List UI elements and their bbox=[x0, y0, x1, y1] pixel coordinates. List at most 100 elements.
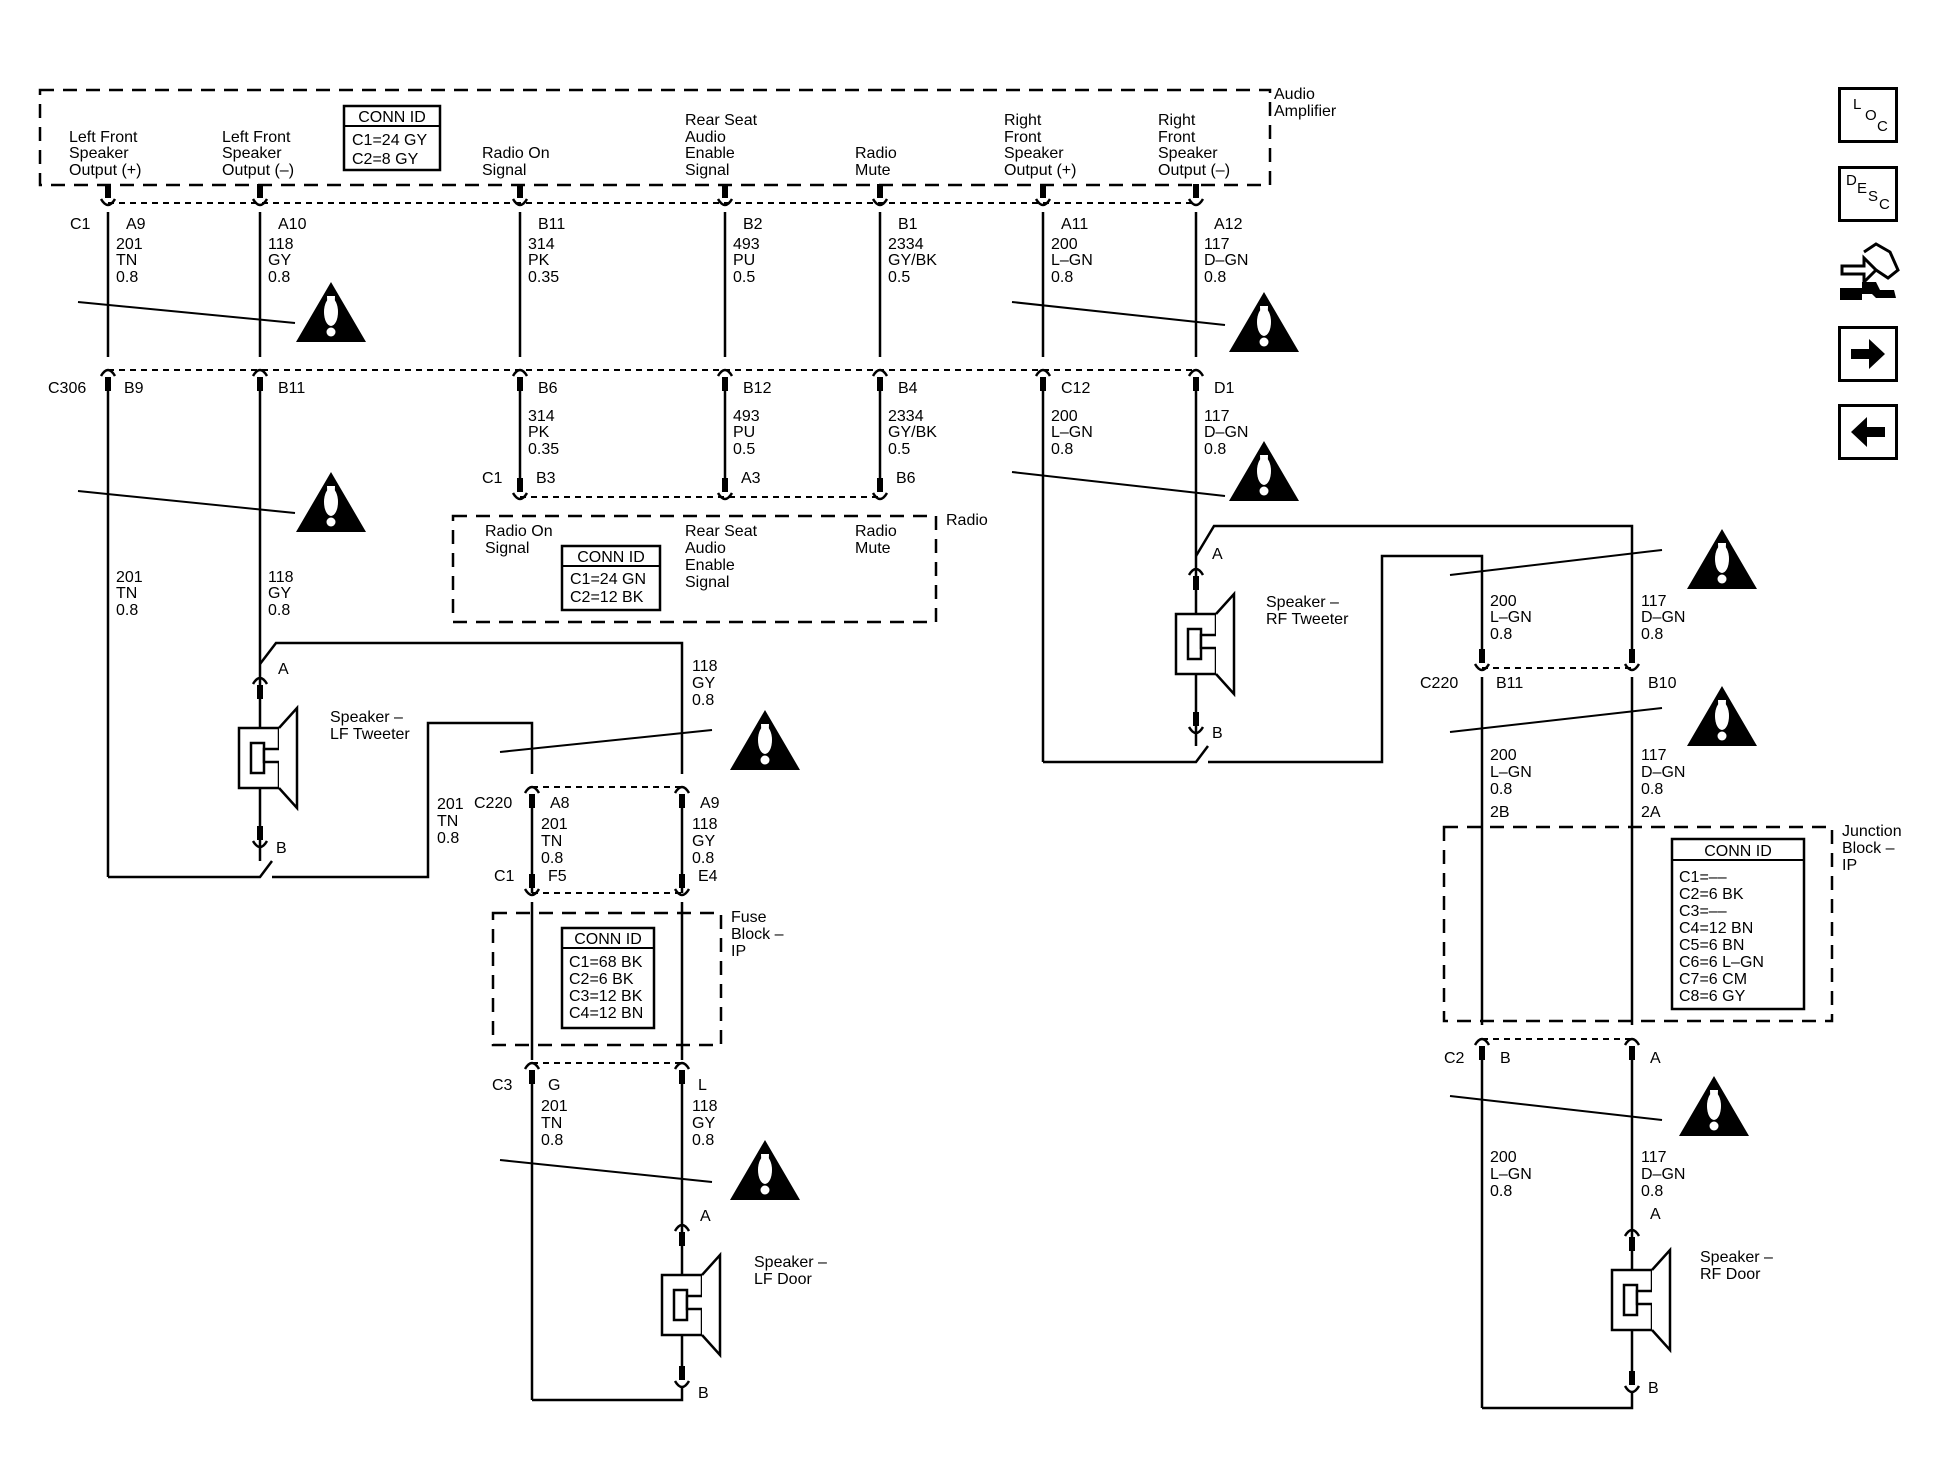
svg-text:493: 493 bbox=[733, 236, 760, 253]
svg-text:201: 201 bbox=[437, 796, 464, 813]
svg-text:TN: TN bbox=[541, 1115, 562, 1132]
pin-label: B11 bbox=[1496, 675, 1523, 692]
warning-icon bbox=[296, 282, 366, 342]
svg-text:Block –: Block – bbox=[731, 926, 784, 943]
svg-text:A: A bbox=[1212, 546, 1223, 563]
svg-text:C4=12 BN: C4=12 BN bbox=[569, 1005, 643, 1022]
desc-letter: D bbox=[1846, 172, 1857, 189]
pin-label: A bbox=[1650, 1050, 1661, 1067]
svg-text:C1=24 GY: C1=24 GY bbox=[352, 132, 427, 149]
svg-text:118: 118 bbox=[692, 1098, 718, 1115]
warning-icon bbox=[1687, 529, 1757, 589]
svg-text:0.8: 0.8 bbox=[437, 830, 459, 847]
pin-label: B12 bbox=[743, 380, 772, 397]
svg-text:0.8: 0.8 bbox=[268, 269, 290, 286]
svg-text:0.8: 0.8 bbox=[541, 850, 563, 867]
radio-c1-label: C1 bbox=[482, 470, 503, 487]
pin-label: E4 bbox=[698, 868, 718, 885]
svg-text:201: 201 bbox=[116, 569, 143, 586]
arrow-right-button[interactable] bbox=[1838, 326, 1898, 382]
svg-text:118: 118 bbox=[268, 236, 294, 253]
svg-text:Enable: Enable bbox=[685, 557, 735, 574]
twisted-pair-marker bbox=[1449, 707, 1663, 733]
svg-text:D–GN: D–GN bbox=[1641, 1166, 1685, 1183]
svg-text:C2=6 BK: C2=6 BK bbox=[1679, 886, 1744, 903]
svg-text:D–GN: D–GN bbox=[1641, 764, 1685, 781]
svg-text:GY/BK: GY/BK bbox=[888, 424, 937, 441]
loc-letter: L bbox=[1853, 96, 1862, 113]
pin-label: A8 bbox=[550, 795, 570, 812]
svg-text:Radio: Radio bbox=[946, 512, 988, 529]
amp-label: Speaker bbox=[69, 145, 129, 162]
amp-label: Output (+) bbox=[69, 162, 141, 179]
svg-text:LF Door: LF Door bbox=[754, 1271, 812, 1288]
svg-text:0.35: 0.35 bbox=[528, 441, 559, 458]
svg-text:0.8: 0.8 bbox=[1051, 441, 1073, 458]
svg-text:2334: 2334 bbox=[888, 408, 924, 425]
warning-icon bbox=[296, 472, 366, 532]
svg-text:IP: IP bbox=[731, 943, 746, 960]
desc-button[interactable]: D E S C bbox=[1838, 166, 1898, 222]
svg-text:314: 314 bbox=[528, 236, 555, 253]
svg-text:Speaker –: Speaker – bbox=[1700, 1249, 1773, 1266]
amp-label: Output (+) bbox=[1004, 162, 1076, 179]
svg-text:Radio: Radio bbox=[855, 523, 897, 540]
twisted-pair-marker bbox=[1011, 301, 1226, 326]
svg-text:CONN ID: CONN ID bbox=[577, 549, 645, 566]
svg-text:C2=8 GY: C2=8 GY bbox=[352, 151, 419, 168]
pin-label: D1 bbox=[1214, 380, 1235, 397]
svg-text:CONN ID: CONN ID bbox=[574, 931, 642, 948]
loc-letter: C bbox=[1877, 118, 1888, 135]
svg-text:A: A bbox=[1650, 1206, 1661, 1223]
svg-text:0.8: 0.8 bbox=[1490, 781, 1512, 798]
connector-tools-icon[interactable] bbox=[1836, 240, 1900, 306]
svg-text:200: 200 bbox=[1051, 236, 1078, 253]
amp-label: Mute bbox=[855, 162, 891, 179]
svg-text:0.8: 0.8 bbox=[268, 602, 290, 619]
svg-text:0.8: 0.8 bbox=[1051, 269, 1073, 286]
arrow-left-button[interactable] bbox=[1838, 404, 1898, 460]
pin-label: B10 bbox=[1648, 675, 1677, 692]
warning-icon bbox=[1679, 1076, 1749, 1136]
junction-block-conn-id: CONN ID C1=–– C2=6 BK C3=–– C4=12 BN C5=… bbox=[1670, 837, 1806, 1011]
svg-text:C1=68 BK: C1=68 BK bbox=[569, 954, 643, 971]
amp-label: Left Front bbox=[222, 129, 291, 146]
svg-text:L–GN: L–GN bbox=[1051, 424, 1093, 441]
loc-button[interactable]: L O C bbox=[1838, 87, 1898, 143]
amp-label: Output (–) bbox=[222, 162, 294, 179]
svg-text:117: 117 bbox=[1204, 236, 1230, 253]
svg-text:TN: TN bbox=[437, 813, 458, 830]
amp-label: Radio bbox=[855, 145, 897, 162]
svg-text:B: B bbox=[1212, 725, 1223, 742]
svg-text:117: 117 bbox=[1204, 408, 1230, 425]
loc-letter: O bbox=[1865, 107, 1877, 124]
svg-text:Speaker –: Speaker – bbox=[754, 1254, 827, 1271]
svg-text:C5=6 BN: C5=6 BN bbox=[1679, 937, 1744, 954]
svg-text:200: 200 bbox=[1490, 593, 1517, 610]
warning-icon bbox=[1229, 441, 1299, 501]
svg-text:D–GN: D–GN bbox=[1641, 609, 1685, 626]
svg-text:201: 201 bbox=[541, 1098, 568, 1115]
svg-text:C6=6 L–GN: C6=6 L–GN bbox=[1679, 954, 1764, 971]
desc-letter: E bbox=[1857, 180, 1868, 197]
amplifier-name-line: Audio bbox=[1274, 86, 1315, 103]
svg-text:TN: TN bbox=[541, 833, 562, 850]
svg-text:L–GN: L–GN bbox=[1490, 1166, 1532, 1183]
svg-text:B: B bbox=[698, 1385, 709, 1402]
svg-text:0.8: 0.8 bbox=[1641, 626, 1663, 643]
svg-text:D–GN: D–GN bbox=[1204, 252, 1248, 269]
c220-right-label: C220 bbox=[1420, 675, 1458, 692]
svg-text:PU: PU bbox=[733, 252, 755, 269]
svg-text:L–GN: L–GN bbox=[1490, 609, 1532, 626]
arrow-right-icon bbox=[1851, 339, 1885, 369]
amp-to-c306-wires bbox=[106, 212, 1198, 357]
svg-text:Signal: Signal bbox=[685, 574, 729, 591]
svg-text:GY: GY bbox=[692, 675, 715, 692]
svg-text:Speaker –: Speaker – bbox=[1266, 594, 1339, 611]
svg-text:GY: GY bbox=[268, 585, 291, 602]
pin-label: B9 bbox=[124, 380, 144, 397]
svg-text:0.5: 0.5 bbox=[733, 441, 755, 458]
